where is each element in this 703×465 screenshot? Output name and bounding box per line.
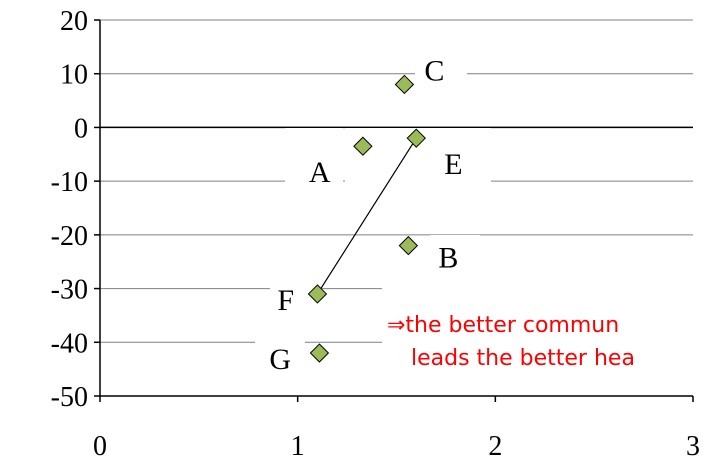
y-tick-label: -10 (51, 167, 88, 198)
annotation: ⇒the better commun leads the better hea (382, 288, 703, 371)
point-label-G: G (269, 343, 291, 376)
annotation-line-1: ⇒the better commun (387, 313, 619, 338)
label-mask (255, 334, 305, 376)
point-label-E: E (444, 148, 462, 181)
point-marker-F (307, 284, 328, 304)
y-tick-label: 10 (60, 60, 88, 91)
point-marker-C (394, 74, 415, 95)
x-tick-label: 2 (488, 431, 502, 462)
label-mask (270, 280, 320, 320)
y-tick-label: -50 (51, 382, 88, 413)
point-labels: A B C E FG (269, 54, 462, 376)
y-tick-label: 20 (60, 6, 88, 37)
annotation-background (382, 288, 703, 370)
x-tick-label: 0 (93, 431, 107, 462)
point-marker-B (398, 235, 419, 256)
label-mask (433, 128, 491, 182)
point-label-B: B (438, 242, 458, 275)
label-mask (415, 52, 467, 92)
y-tick-label: -20 (51, 221, 88, 252)
connector-layer (316, 137, 417, 295)
y-tick-label: 0 (74, 113, 88, 144)
connector-line-F-E (316, 137, 417, 295)
y-tick-label: -30 (51, 275, 88, 306)
axes (94, 19, 694, 402)
point-label-A: A (309, 156, 331, 189)
x-tick-label: 1 (291, 431, 305, 462)
label-backgrounds (255, 52, 491, 376)
label-mask (285, 128, 343, 182)
point-label-F: F (277, 284, 294, 317)
y-tick-label: -40 (51, 328, 88, 359)
annotation-line-2: leads the better hea (411, 346, 635, 371)
point-marker-A (353, 136, 373, 156)
point-label-C: C (424, 54, 444, 87)
data-points (307, 74, 426, 363)
point-marker-E (406, 128, 426, 148)
x-tick-label: 3 (686, 431, 700, 462)
label-mask (430, 235, 480, 277)
point-marker-G (309, 343, 330, 363)
